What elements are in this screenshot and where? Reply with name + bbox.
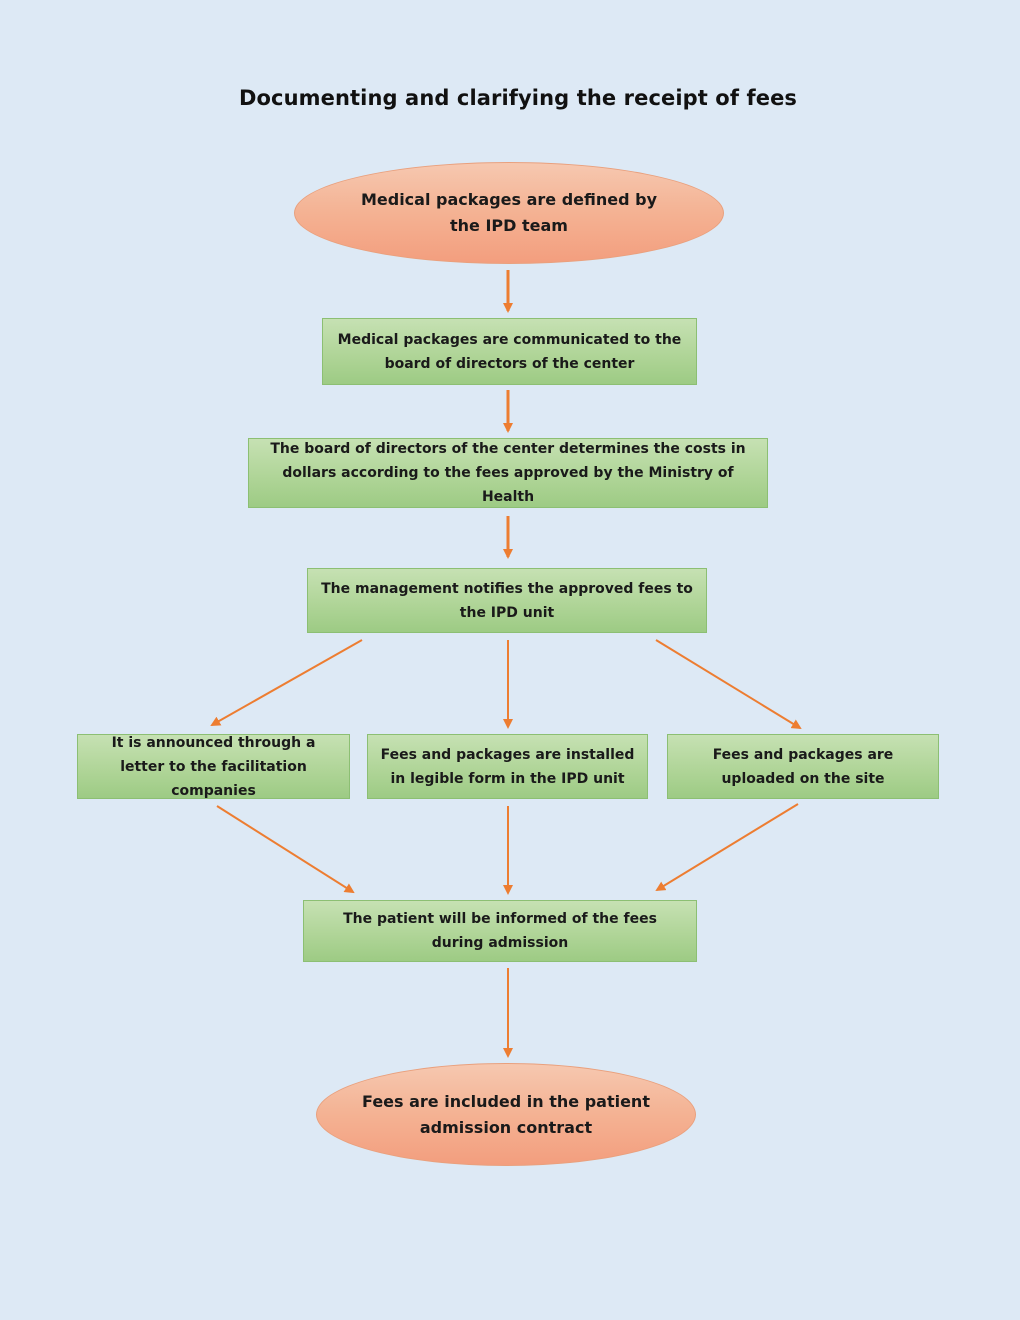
page-title: Documenting and clarifying the receipt o… — [238, 86, 798, 110]
costs-node-label: The board of directors of the center det… — [270, 441, 746, 505]
arrow-uploaded-to-informed — [655, 803, 799, 892]
installed-node: Fees and packages are installed in legib… — [367, 734, 648, 799]
notifies-node: The management notifies the approved fee… — [307, 568, 707, 633]
installed-node-label: Fees and packages are installed in legib… — [380, 746, 635, 787]
start-node: Medical packages are defined by the IPD … — [294, 162, 724, 264]
letter-node: It is announced through a letter to the … — [77, 734, 350, 799]
letter-node-label: It is announced through a letter to the … — [111, 734, 316, 799]
arrow-notifies-to-letter — [210, 639, 363, 726]
start-node-label: Medical packages are defined by the IPD … — [360, 190, 658, 235]
informed-node-label: The patient will be informed of the fees… — [343, 911, 657, 951]
uploaded-node-label: Fees and packages are uploaded on the si… — [712, 746, 894, 787]
costs-node: The board of directors of the center det… — [248, 438, 768, 508]
end-node-label: Fees are included in the patient admissi… — [362, 1091, 650, 1137]
communicated-node-label: Medical packages are communicated to the… — [337, 331, 682, 372]
arrow-notifies-to-uploaded — [655, 639, 802, 730]
end-node: Fees are included in the patient admissi… — [316, 1063, 696, 1166]
arrow-letter-to-informed — [216, 805, 355, 894]
communicated-node: Medical packages are communicated to the… — [322, 318, 697, 385]
uploaded-node: Fees and packages are uploaded on the si… — [667, 734, 939, 799]
informed-node: The patient will be informed of the fees… — [303, 900, 697, 962]
notifies-node-label: The management notifies the approved fee… — [321, 580, 693, 621]
